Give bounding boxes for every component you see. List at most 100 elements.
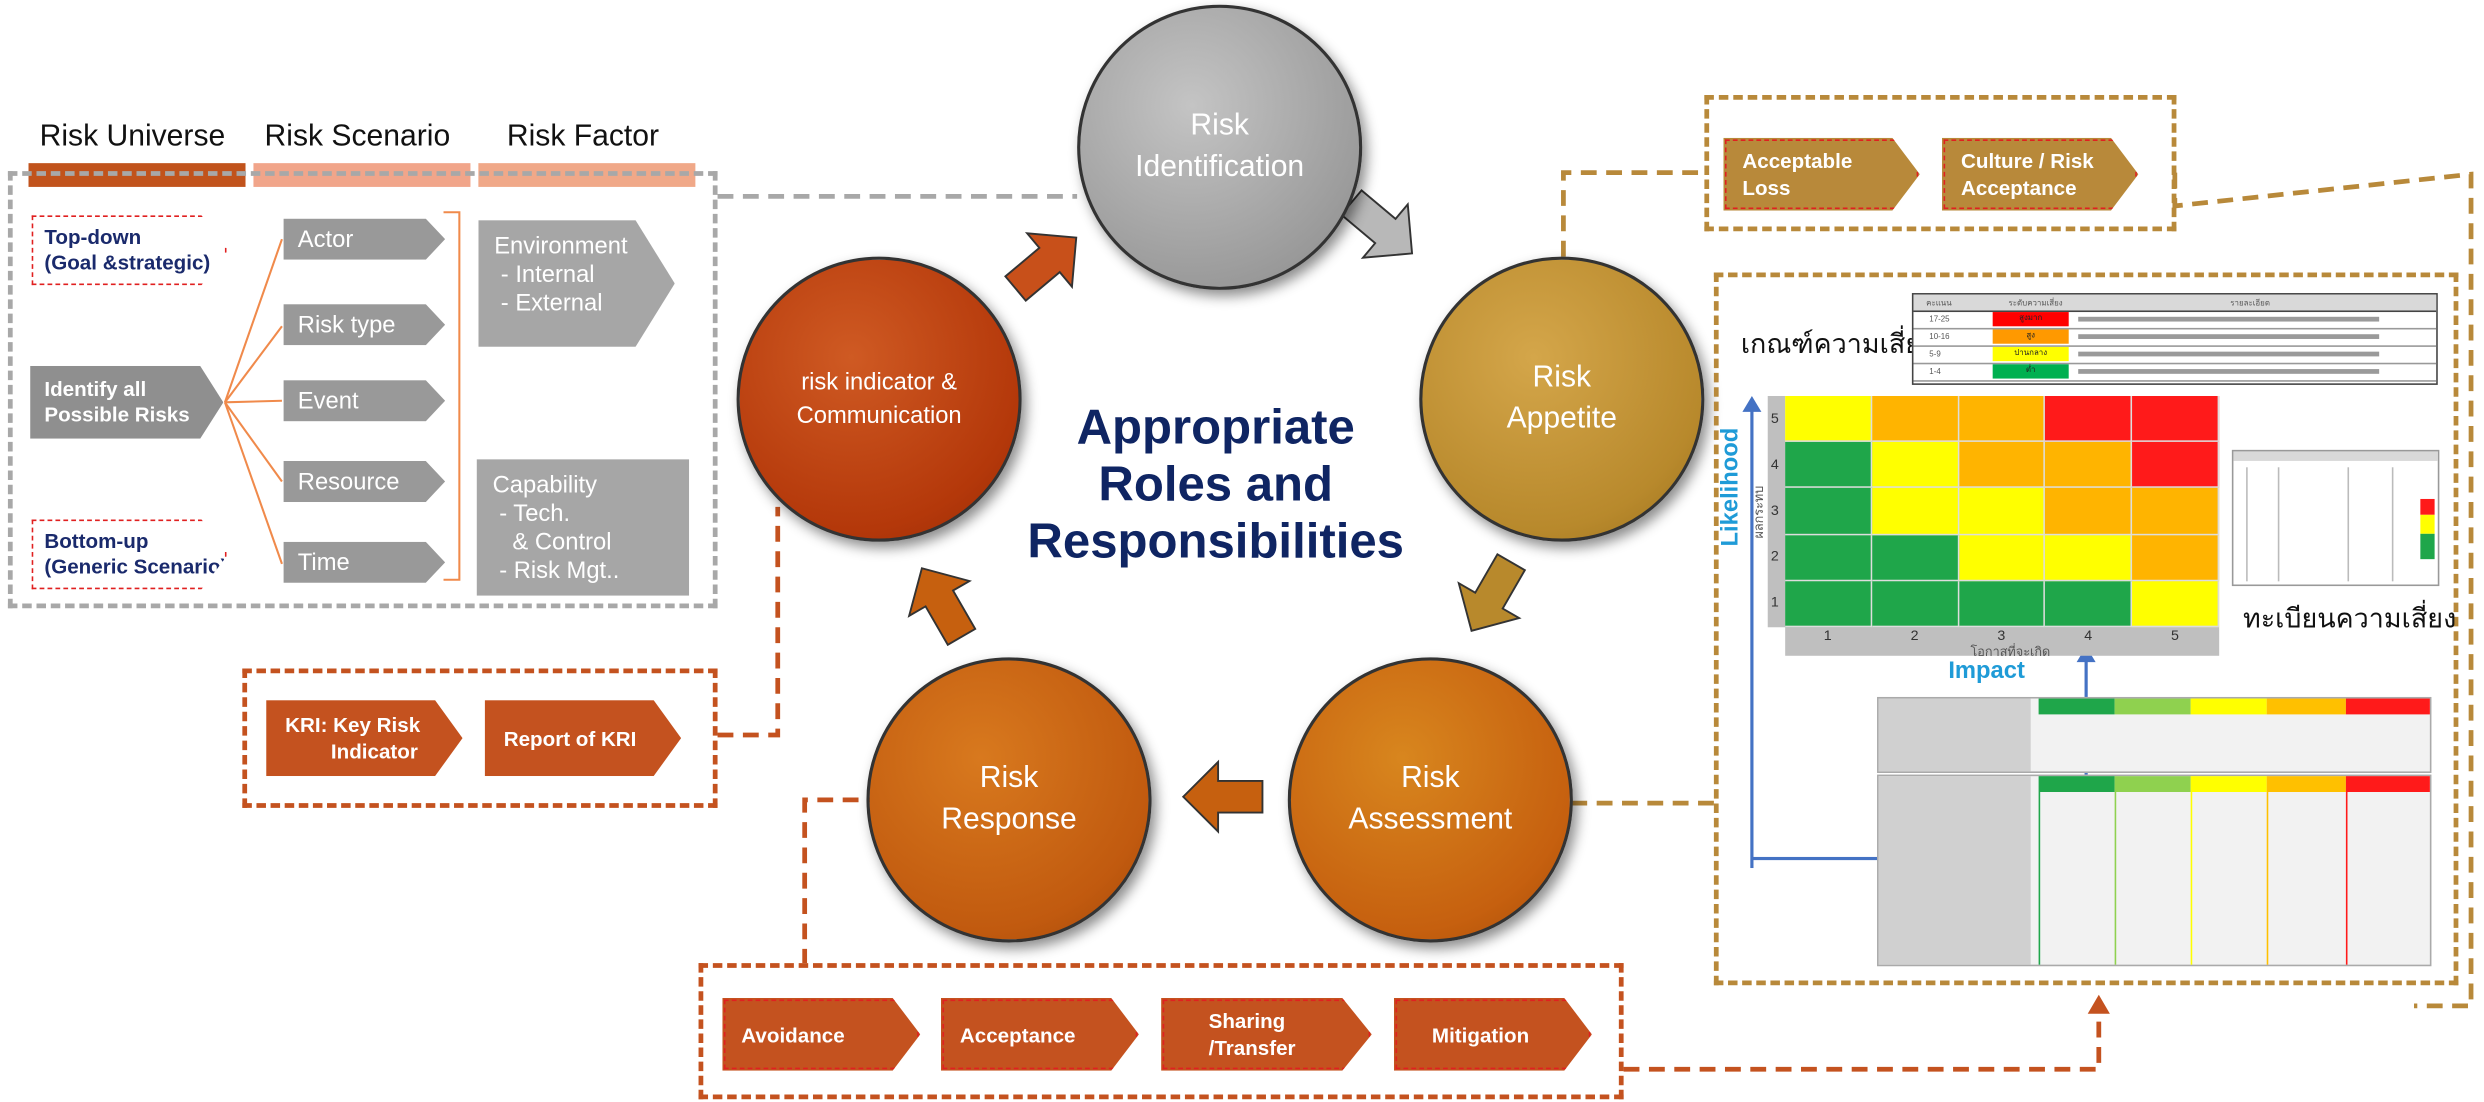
response-mitigation: Mitigation xyxy=(1393,997,1592,1071)
scenario-time: Time xyxy=(283,541,446,583)
heat-cell xyxy=(2045,534,2133,581)
x-tick-label: 4 xyxy=(2084,627,2093,644)
arrow-to-appetite xyxy=(1339,189,1414,259)
criteria-row-divider xyxy=(1913,327,2437,330)
criteria-row-divider xyxy=(1913,345,2437,347)
heat-cell xyxy=(1871,534,1959,581)
x-tick-label: 1 xyxy=(1823,627,1832,644)
header-risk-scenario: Risk Scenario xyxy=(264,120,451,154)
risk-universe-frame xyxy=(7,171,718,609)
response-frame xyxy=(698,963,1624,1100)
factor-capability: Capability - Tech. & Control - Risk Mgt.… xyxy=(476,459,690,596)
heat-cell xyxy=(2132,396,2220,443)
heat-cell xyxy=(2132,442,2220,489)
scenario-event: Event xyxy=(283,380,446,422)
factor-environment: Environment - Internal - External xyxy=(478,220,675,347)
likelihood-arrow xyxy=(1742,396,1764,869)
criteria-detail xyxy=(2078,351,2380,357)
criteria-detail xyxy=(2078,334,2380,339)
criteria-level: ปานกลาง xyxy=(1992,346,2069,362)
kri-key-risk-indicator: KRI: Key Risk Indicator xyxy=(266,700,463,777)
response-sharing-transfer: Sharing /Transfer xyxy=(1161,997,1372,1071)
y-axis-label: Likelihood xyxy=(1717,427,1744,547)
criteria-head-level: ระดับความเสี่ยง xyxy=(2008,299,2063,309)
heat-map-grid xyxy=(1785,396,2220,628)
matrix-frame xyxy=(1713,272,2459,986)
criteria-score: 1-4 xyxy=(1929,367,1941,377)
likelihood-criteria-thumbnail xyxy=(1877,774,2432,967)
heat-cell xyxy=(1871,396,1959,443)
source-top-down: Top-down (Goal &strategic) xyxy=(30,213,229,287)
arrow-to-response xyxy=(1181,759,1264,834)
criteria-table-head xyxy=(1913,294,2437,313)
criteria-score: 5-9 xyxy=(1929,350,1941,360)
criteria-row-divider xyxy=(1913,380,2437,382)
x-axis-thai: โอกาสที่จะเกิด xyxy=(1970,644,2051,659)
heat-cell xyxy=(1785,442,1872,489)
response-acceptance: Acceptance xyxy=(940,997,1139,1071)
heat-cell xyxy=(1958,581,2046,628)
x-tick-row xyxy=(1785,627,2220,656)
circle-risk-identification-label: Risk Identification xyxy=(1135,109,1305,184)
impact-criteria-thumbnail xyxy=(1877,696,2432,773)
y-tick-label: 3 xyxy=(1770,502,1779,518)
circle-risk-indicator: risk indicator & Communication xyxy=(736,256,1022,542)
criteria-detail xyxy=(2078,369,2380,374)
header-risk-universe: Risk Universe xyxy=(39,120,226,154)
appetite-frame xyxy=(1704,95,2177,232)
criteria-level: สูงมาก xyxy=(1992,312,2069,327)
arrow-to-assessment xyxy=(1457,553,1527,632)
heat-cell xyxy=(1871,581,1959,628)
y-tick-label: 1 xyxy=(1770,594,1779,611)
criteria-row-divider xyxy=(1913,362,2437,365)
appetite-culture-risk-acceptance: Culture / Risk Acceptance xyxy=(1941,137,2139,211)
source-bottom-up: Bottom-up (Generic Scenario) xyxy=(30,517,229,591)
heat-cell xyxy=(1958,442,2046,489)
circle-risk-assessment-label: Risk Assessment xyxy=(1348,761,1513,837)
y-tick-column xyxy=(1767,396,1786,628)
source-identify-all: Identify all Possible Risks xyxy=(30,365,224,439)
criteria-score: 10-16 xyxy=(1929,332,1950,343)
arrow-to-identification xyxy=(1004,232,1078,302)
kri-report: Report of KRI xyxy=(484,700,682,777)
criteria-label: เกณฑ์ความเสี่ยง xyxy=(1740,329,1935,362)
y-tick-label: 4 xyxy=(1770,455,1779,472)
heat-cell xyxy=(1871,442,1959,489)
heat-cell xyxy=(2132,534,2220,581)
heat-cell xyxy=(1785,534,1872,581)
x-axis-label: Impact xyxy=(1948,657,2025,685)
criteria-head-detail: รายละเอียด xyxy=(2230,299,2270,309)
kri-frame xyxy=(242,668,718,808)
criteria-level: สูง xyxy=(1992,329,2069,344)
criteria-detail xyxy=(2078,316,2380,322)
circle-risk-response-label: Risk Response xyxy=(941,761,1077,837)
heat-cell xyxy=(2045,396,2133,443)
y-tick-label: 2 xyxy=(1770,548,1779,565)
circle-risk-identification: Risk Identification xyxy=(1077,4,1363,290)
x-tick-label: 2 xyxy=(1910,627,1919,644)
x-tick-label: 5 xyxy=(2171,627,2179,644)
risk-register-thumbnail xyxy=(2231,449,2440,587)
heat-cell xyxy=(1958,534,2046,581)
scenario-connectors xyxy=(223,211,461,581)
criteria-level: ต่ำ xyxy=(1992,364,2069,379)
heat-cell xyxy=(2045,442,2133,489)
y-axis-thai: ผลกระทบ xyxy=(1751,485,1767,539)
heat-cell xyxy=(2132,488,2220,535)
heat-cell xyxy=(2045,581,2133,628)
response-avoidance: Avoidance xyxy=(722,997,921,1071)
heat-cell xyxy=(2132,581,2220,628)
circle-risk-appetite: Risk Appetite xyxy=(1419,256,1705,542)
header-risk-factor: Risk Factor xyxy=(506,120,660,154)
heat-cell xyxy=(1958,396,2046,443)
x-tick-label: 3 xyxy=(1997,627,2006,644)
heat-cell xyxy=(1785,396,1872,443)
circle-risk-response: Risk Response xyxy=(866,657,1152,943)
heat-cell xyxy=(2045,488,2133,535)
circle-risk-indicator-label: risk indicator & Communication xyxy=(796,369,962,430)
scenario-risk-type: Risk type xyxy=(283,304,446,346)
circle-risk-appetite-label: Risk Appetite xyxy=(1506,361,1618,436)
